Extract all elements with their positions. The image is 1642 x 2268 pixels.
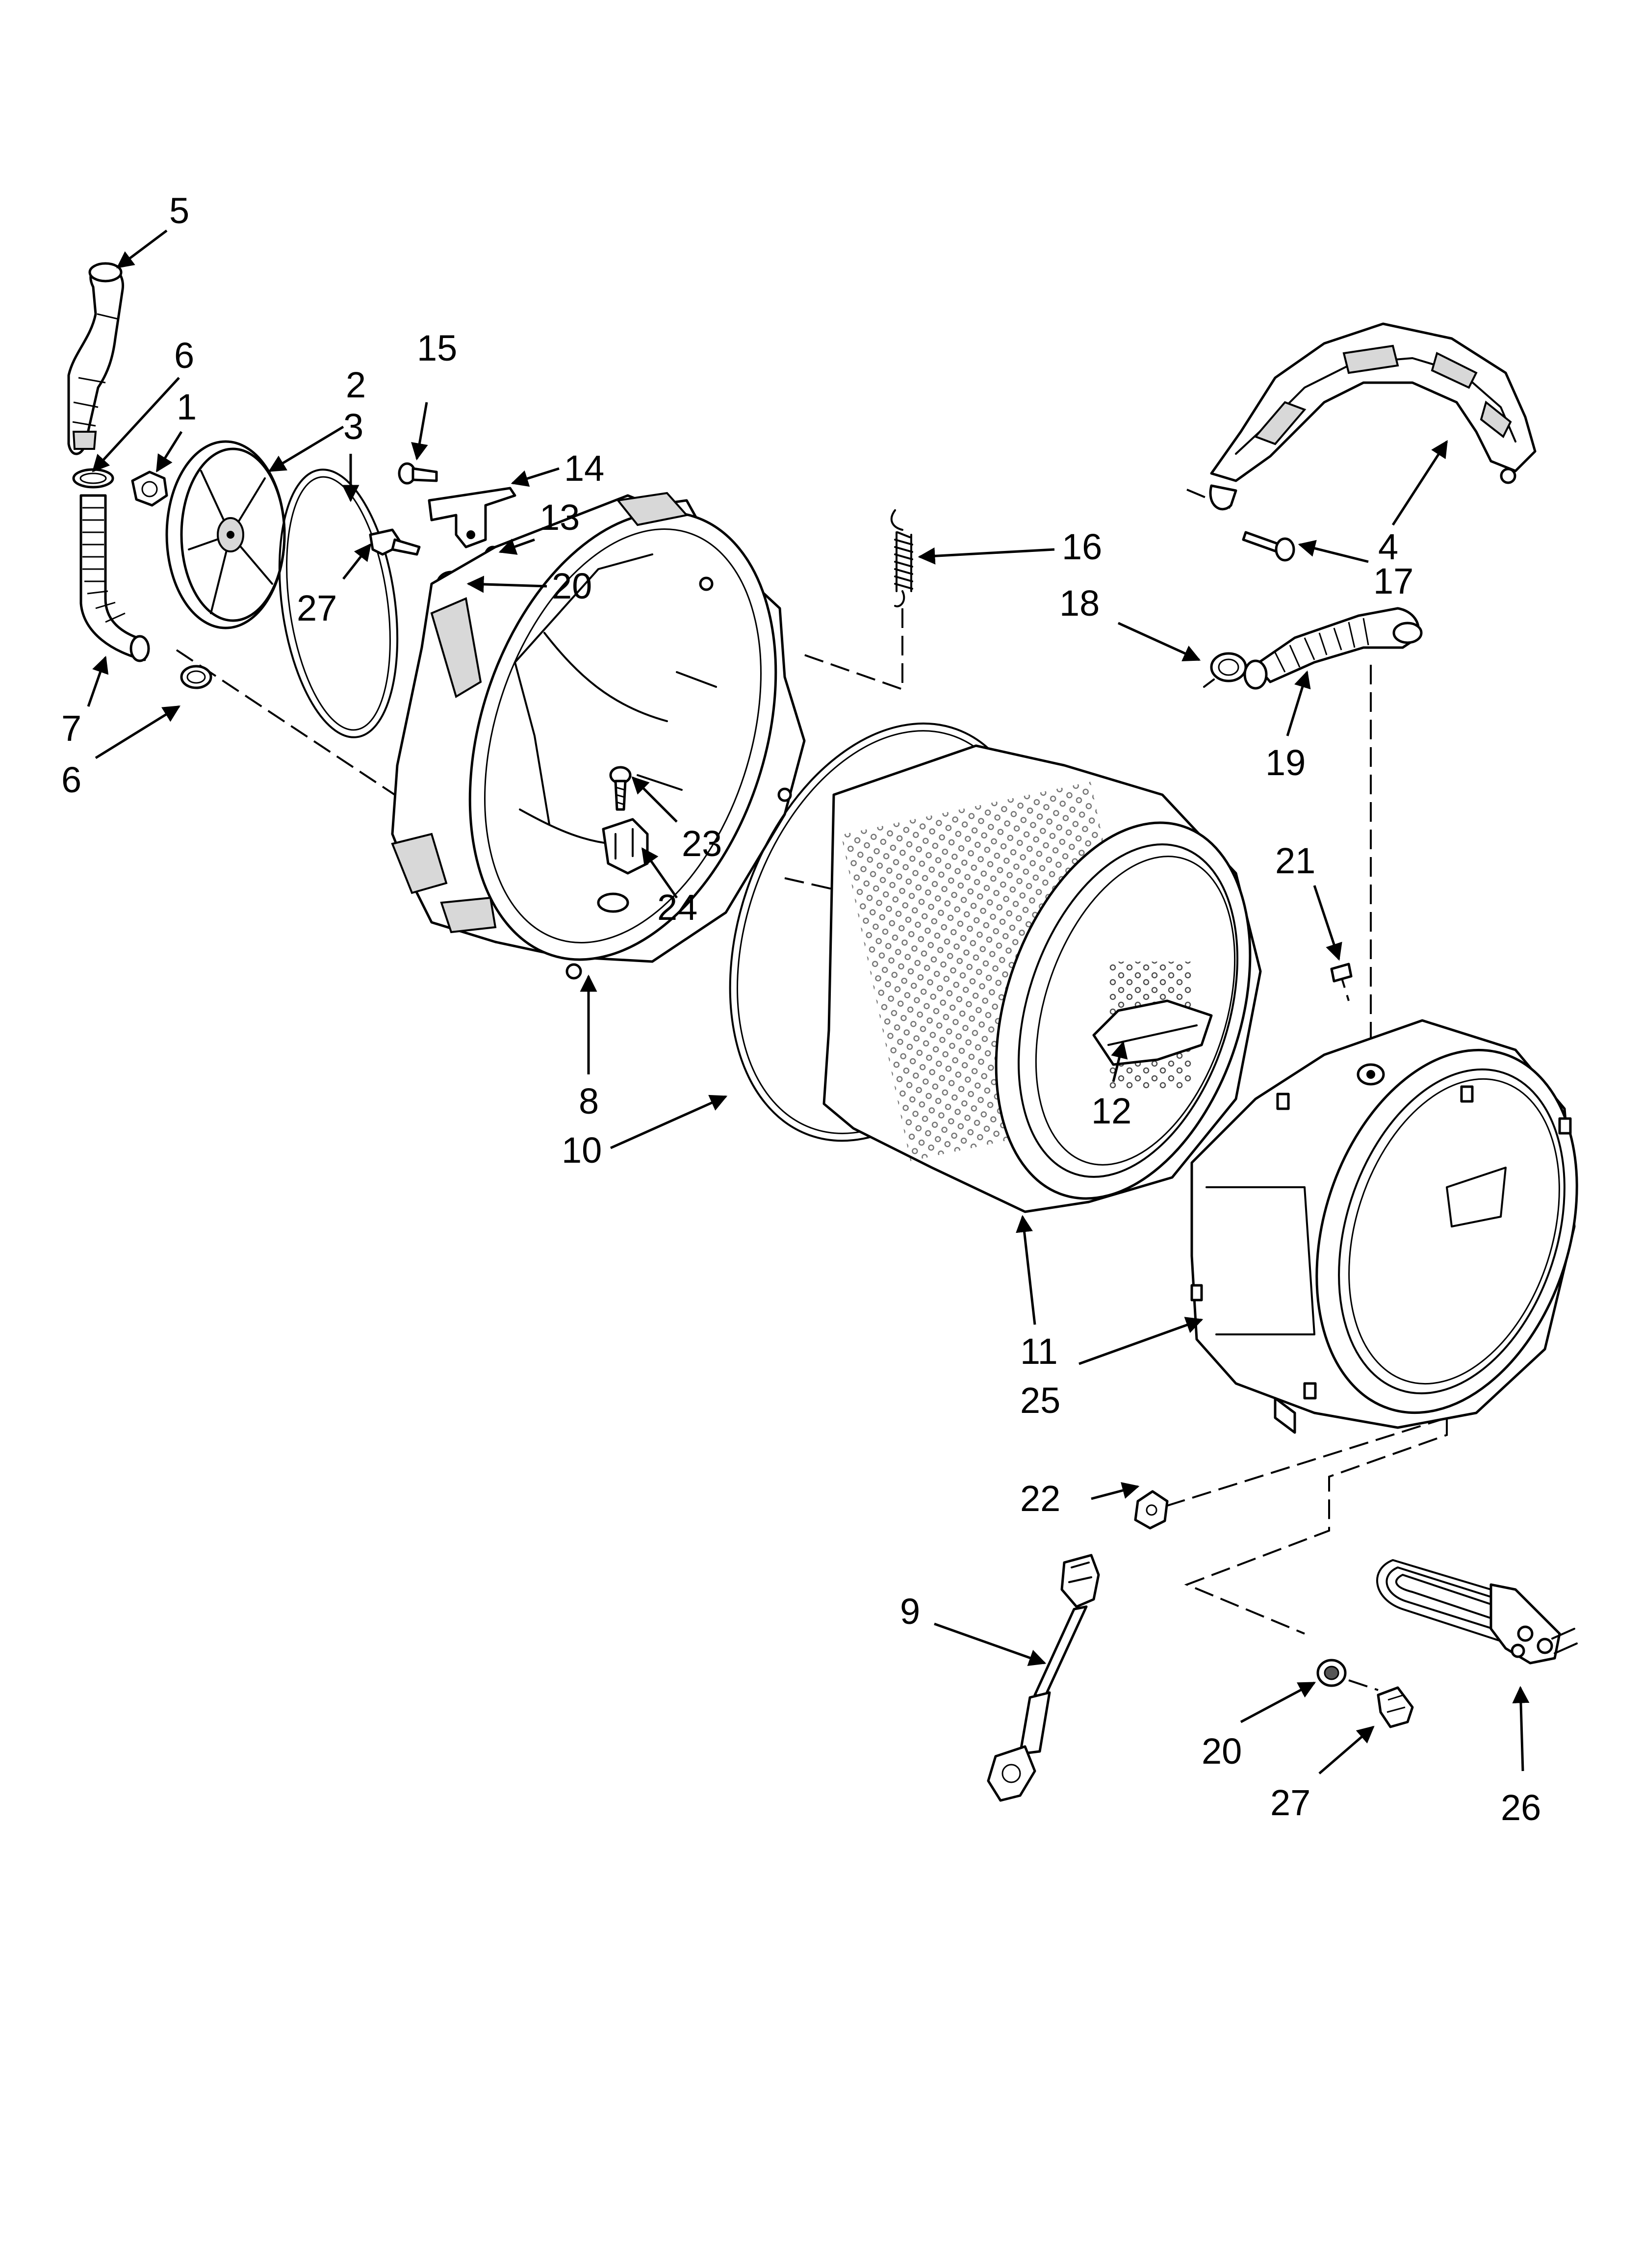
callout-2: 2 <box>346 365 366 405</box>
callout-labels: 5 6 1 2 3 15 14 13 20 27 7 6 16 4 17 18 … <box>61 190 1541 1828</box>
part-4-counterweight <box>1209 322 1537 511</box>
part-9-shock-absorber <box>987 1554 1100 1802</box>
callout-26: 26 <box>1501 1787 1541 1828</box>
part-27-upper-sensor-plug <box>369 528 421 556</box>
part-2-drive-pulley <box>165 440 286 629</box>
part-21-clip <box>1330 963 1353 983</box>
part-26-heating-element <box>1376 1559 1578 1665</box>
part-17-bolt <box>1242 531 1295 562</box>
callout-13: 13 <box>539 497 580 538</box>
part-1-nut <box>131 470 168 507</box>
part-8-rear-tub <box>391 492 806 980</box>
part-18-hose-clamp <box>1203 652 1247 688</box>
callout-14: 14 <box>564 448 604 489</box>
part-23-screw <box>609 766 632 811</box>
callout-19: 19 <box>1265 742 1306 783</box>
part-6-upper-hose-clamp <box>72 468 114 489</box>
callout-25: 25 <box>1020 1380 1060 1421</box>
callout-27-upper: 27 <box>297 588 337 628</box>
part-27-lower-sensor-plug <box>1377 1686 1414 1728</box>
callout-22: 22 <box>1020 1478 1060 1519</box>
part-7-drain-hose <box>79 494 150 662</box>
callout-10: 10 <box>562 1130 602 1171</box>
part-20-lower-grommet <box>1316 1659 1347 1687</box>
part-16-suspension-spring <box>890 509 913 607</box>
callout-11: 11 <box>1020 1331 1058 1372</box>
callout-17: 17 <box>1373 561 1413 601</box>
callout-27-lower: 27 <box>1270 1782 1310 1823</box>
callout-12: 12 <box>1091 1091 1131 1131</box>
callout-18: 18 <box>1059 583 1100 624</box>
callout-16: 16 <box>1062 526 1102 567</box>
callout-5: 5 <box>169 190 189 231</box>
part-11-wash-basket <box>822 744 1262 1213</box>
callout-23: 23 <box>682 823 722 864</box>
part-19-vent-hose <box>1243 607 1423 690</box>
callout-1: 1 <box>177 387 197 427</box>
part-6-lower-hose-clamp <box>180 665 212 689</box>
callout-7: 7 <box>61 708 81 749</box>
callout-8: 8 <box>579 1081 599 1121</box>
callout-6-lower: 6 <box>61 759 81 800</box>
callout-15: 15 <box>417 328 457 368</box>
part-3-drive-belt <box>278 469 399 738</box>
part-25-front-tub <box>1190 1019 1578 1434</box>
part-15-screw <box>398 462 438 485</box>
callout-20-upper: 20 <box>552 566 592 606</box>
callout-9: 9 <box>900 1591 920 1632</box>
part-14-mounting-bracket <box>428 487 516 548</box>
part-5-hose-elbow <box>67 262 125 455</box>
callout-6-upper: 6 <box>174 335 194 376</box>
callout-4: 4 <box>1378 526 1398 567</box>
callout-3: 3 <box>343 406 363 447</box>
callout-21: 21 <box>1275 840 1315 881</box>
callout-20-lower: 20 <box>1202 1731 1242 1772</box>
callout-leaders <box>87 230 1530 1774</box>
part-22-gasket <box>1134 1490 1169 1530</box>
callout-24: 24 <box>657 887 697 928</box>
